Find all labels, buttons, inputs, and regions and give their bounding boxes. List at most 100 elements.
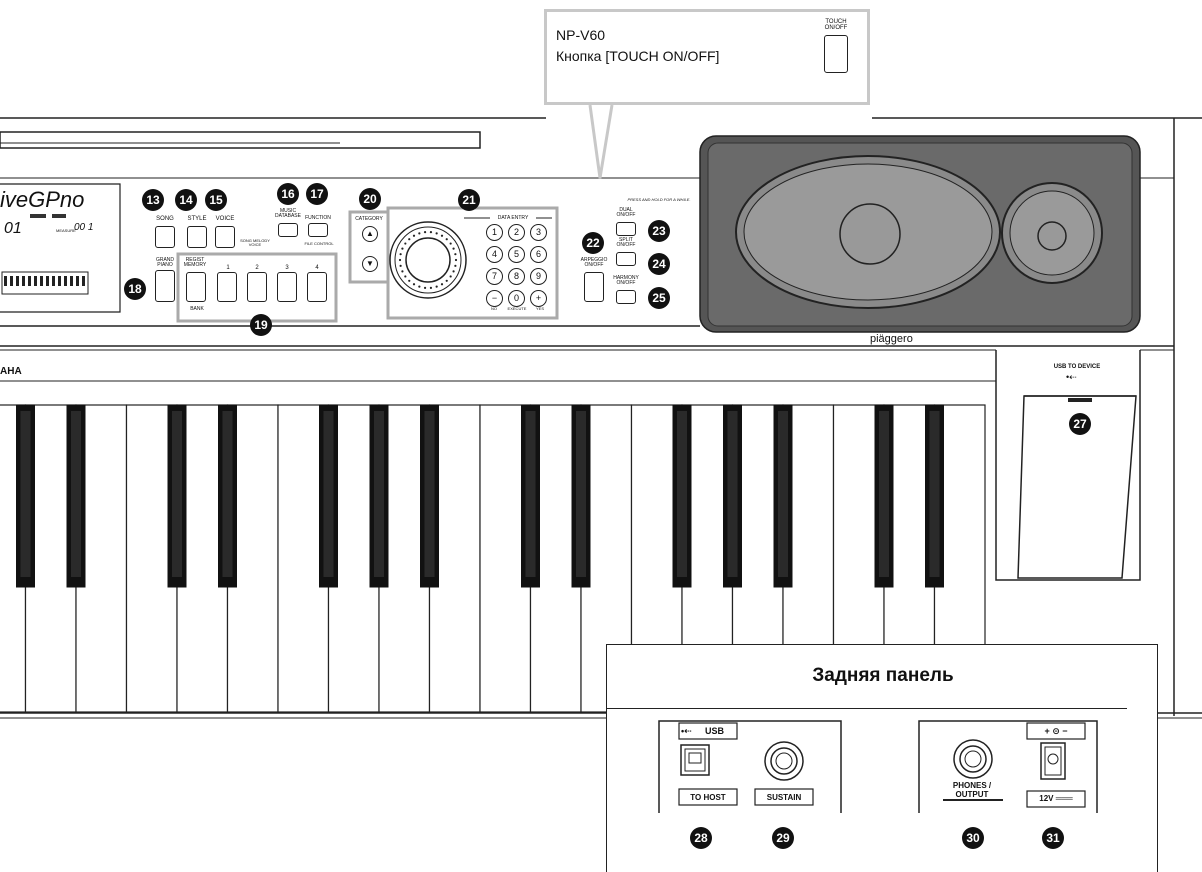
dial-dot [445,279,448,282]
usb-to-host-port[interactable] [681,745,709,775]
keypad-key[interactable]: 1 [486,224,503,241]
harmony-button[interactable] [616,290,636,304]
keypad-key[interactable]: 4 [486,246,503,263]
keypad-key[interactable]: 9 [530,268,547,285]
function-label: FUNCTION [305,215,331,221]
callout-29: 29 [772,827,794,849]
dual-label: DUAL ON/OFF [616,207,636,218]
dial-dot [401,247,404,250]
mini-key [70,276,73,286]
keypad-key[interactable]: 3 [530,224,547,241]
sustain-jack[interactable] [765,742,803,780]
music-database-button[interactable] [278,223,298,237]
data-dial[interactable] [406,238,450,282]
touch-on-off-button[interactable] [824,35,848,73]
style-button[interactable] [187,226,207,248]
press-hold-note: PRESS AND HOLD FOR A WHILE. [627,197,691,202]
regist-4-button[interactable] [307,272,327,302]
brand-logo: piäggero [870,333,913,345]
dc-polarity-label: + ⊝ − [1044,726,1068,736]
model-note-box: NP-V60 Кнопка [TOUCH ON/OFF] TOUCH ON/OF… [544,9,870,105]
keypad-key[interactable]: + [530,290,547,307]
rear-right-module [918,720,1098,813]
keypad-key[interactable]: − [486,290,503,307]
maker-logo: AHA [0,366,22,377]
keypad-key[interactable]: 6 [530,246,547,263]
regist-3-button[interactable] [277,272,297,302]
regist-2-button[interactable] [247,272,267,302]
voice-label: VOICE [215,216,235,222]
dial-markings [398,231,458,289]
dial-dot [440,234,444,237]
dial-dot [423,286,427,289]
yes-label: YES [535,306,544,311]
grand-piano-button[interactable] [155,270,175,302]
callout-23: 23 [648,220,670,242]
callout-13: 13 [142,189,164,211]
rear-panel-title: Задняя панель [812,665,954,686]
callout-19: 19 [250,314,272,336]
black-key-highlight [576,411,586,577]
keypad-key[interactable]: 5 [508,246,525,263]
regist-4-label: 4 [315,265,319,271]
category-down-button[interactable]: ▼ [362,256,378,272]
dial-dot [423,231,427,234]
execute-label: EXECUTE [507,306,527,311]
regist-1-button[interactable] [217,272,237,302]
dial-dot [449,242,452,245]
dc-in-jack[interactable] [1041,743,1065,779]
mini-key [64,276,67,286]
dial-dot [435,285,438,288]
dial-dot [449,275,452,278]
dial-dot [452,247,455,250]
phones-output-jack[interactable] [953,740,993,780]
split-label: SPLIT ON/OFF [616,237,636,248]
callout-24: 24 [648,253,670,275]
black-key-highlight [525,411,536,577]
callout-20: 20 [359,188,381,210]
dial-dot [398,258,402,262]
black-key-highlight [20,411,31,577]
rear-left-module [658,720,842,813]
note-model: NP-V60 [556,27,606,43]
to-host-label: TO HOST [690,793,726,802]
keypad-key[interactable]: 0 [508,290,525,307]
callout-15: 15 [205,189,227,211]
arpeggio-button[interactable] [584,272,604,302]
mini-key [76,276,79,286]
mini-key [46,276,49,286]
callout-14: 14 [175,189,197,211]
keypad-key[interactable]: 8 [508,268,525,285]
dial-dot [454,253,457,256]
data-entry-label: DATA ENTRY [490,215,536,221]
split-button[interactable] [616,252,636,266]
dial-dot [399,264,402,267]
dial-dot [399,253,402,256]
dial-dot [452,270,455,273]
display-measure-label: MEASURE [56,228,76,233]
dial-dot [408,279,411,282]
black-key-highlight [879,411,889,577]
grand-piano-label: GRAND PIANO [155,257,175,268]
mini-key [10,276,13,286]
mini-key [40,276,43,286]
song-button[interactable] [155,226,175,248]
keypad-key[interactable]: 7 [486,268,503,285]
dial-dot [412,283,416,286]
dial-dot [429,286,433,289]
usb-to-device-port[interactable] [1066,398,1094,404]
callout-22: 22 [582,232,604,254]
callout-16: 16 [277,183,299,205]
category-up-button[interactable]: ▲ [362,226,378,242]
keypad-key[interactable]: 2 [508,224,525,241]
function-button[interactable] [308,223,328,237]
dual-button[interactable] [616,222,636,236]
mini-key [82,276,85,286]
regist-memory-button[interactable] [186,272,206,302]
black-key-highlight [172,411,182,577]
regist-1-label: 1 [226,265,230,271]
song-label: SONG [156,216,174,222]
voice-button[interactable] [215,226,235,248]
black-key-highlight [929,411,940,577]
